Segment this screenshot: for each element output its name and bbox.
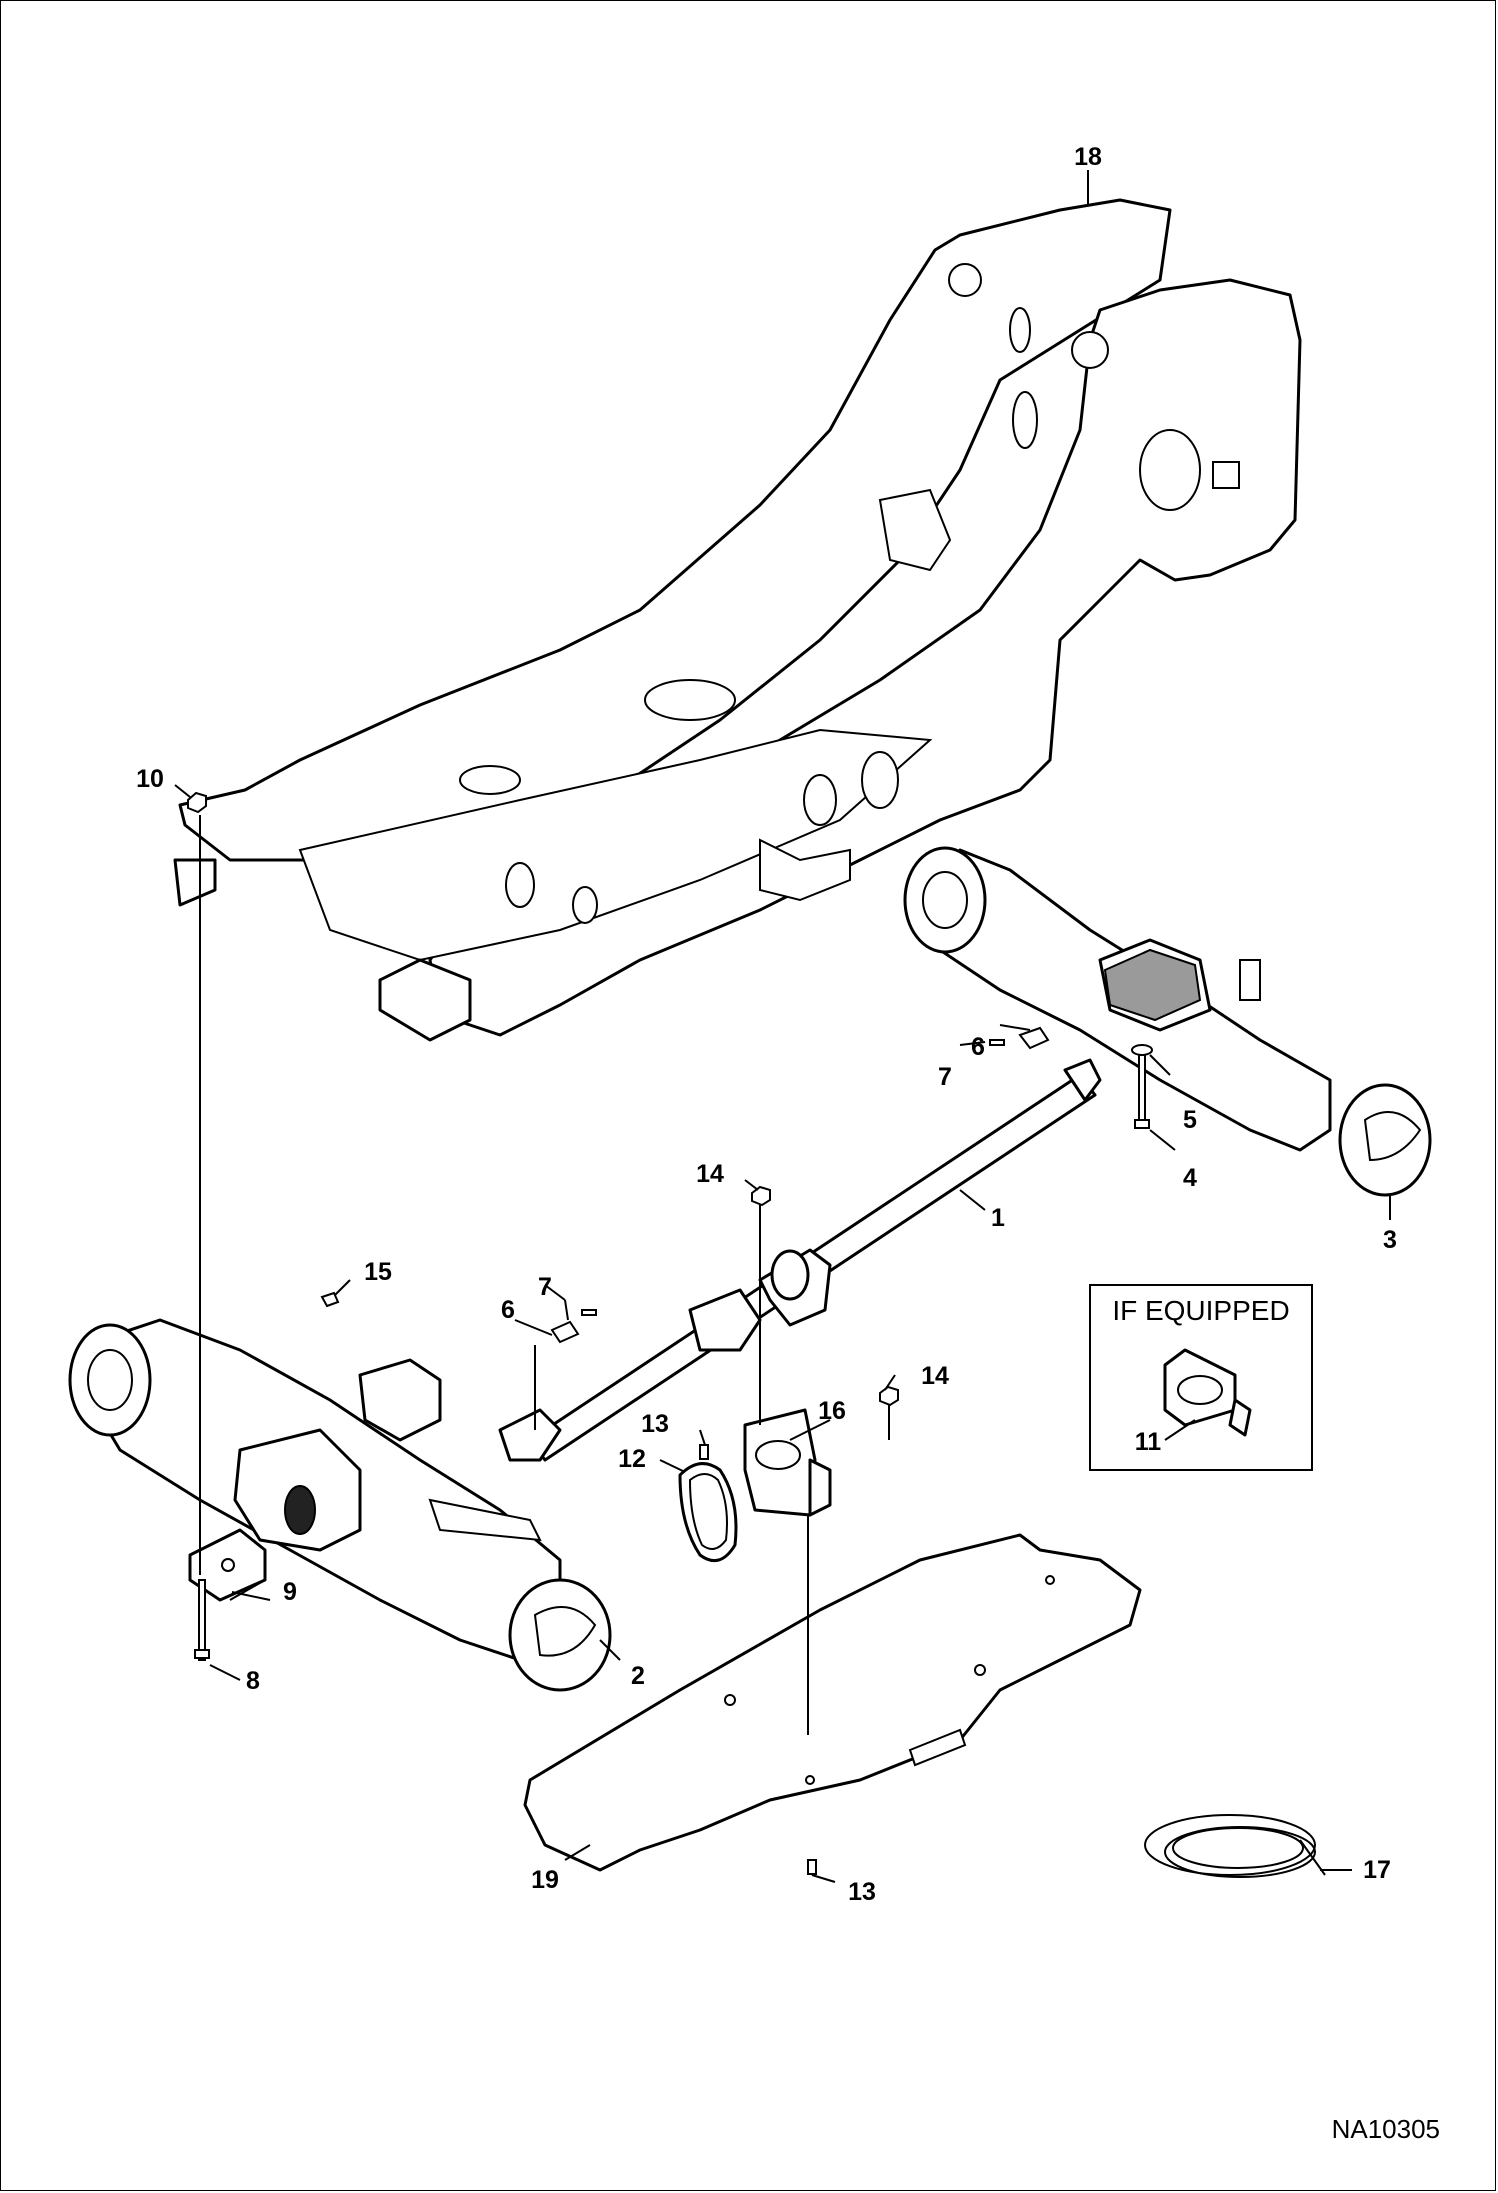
hardware-parts	[187, 791, 1153, 1875]
callout-8: 8	[246, 1667, 260, 1695]
callout-12: 12	[618, 1445, 646, 1473]
callout-5: 5	[1183, 1106, 1197, 1134]
callout-6-rear: 6	[971, 1033, 985, 1061]
leader-lines	[174, 170, 1391, 1883]
callout-7-rear: 7	[938, 1063, 952, 1091]
callout-10: 10	[136, 765, 164, 793]
callout-14-lower: 14	[921, 1362, 949, 1390]
front-axle-assembly	[68, 1318, 612, 1692]
callout-3: 3	[1383, 1226, 1397, 1254]
callout-18: 18	[1074, 143, 1102, 171]
belly-pan-part	[523, 1533, 1142, 1872]
callout-16: 16	[818, 1397, 846, 1425]
callout-6-front: 6	[501, 1296, 515, 1324]
callout-1: 1	[991, 1204, 1005, 1232]
optional-parts-box: IF EQUIPPED	[1089, 1284, 1313, 1471]
callout-15: 15	[364, 1258, 392, 1286]
callout-13-upper: 13	[641, 1410, 669, 1438]
callout-14-upper: 14	[696, 1160, 724, 1188]
callout-19: 19	[531, 1866, 559, 1894]
callout-2: 2	[631, 1662, 645, 1690]
hose-coil-part	[1144, 1814, 1326, 1878]
callout-13-lower: 13	[848, 1878, 876, 1906]
callout-4: 4	[1183, 1164, 1197, 1192]
callout-11: 11	[1135, 1428, 1162, 1456]
seal-ring-part	[678, 1462, 738, 1563]
callout-9: 9	[283, 1578, 297, 1606]
drive-shaft-part	[498, 1058, 1102, 1462]
reference-code: NA10305	[1332, 2114, 1440, 2144]
callout-7-front: 7	[538, 1273, 552, 1301]
rear-axle-assembly	[903, 846, 1432, 1197]
optional-box-label: IF EQUIPPED	[1112, 1295, 1289, 1326]
callout-labels: 18 10 6 7 5 4 14 1 3 15 7 6 14 16 13 12 …	[136, 143, 1397, 1906]
callout-17: 17	[1363, 1856, 1391, 1884]
main-frame-part	[173, 198, 1302, 1042]
